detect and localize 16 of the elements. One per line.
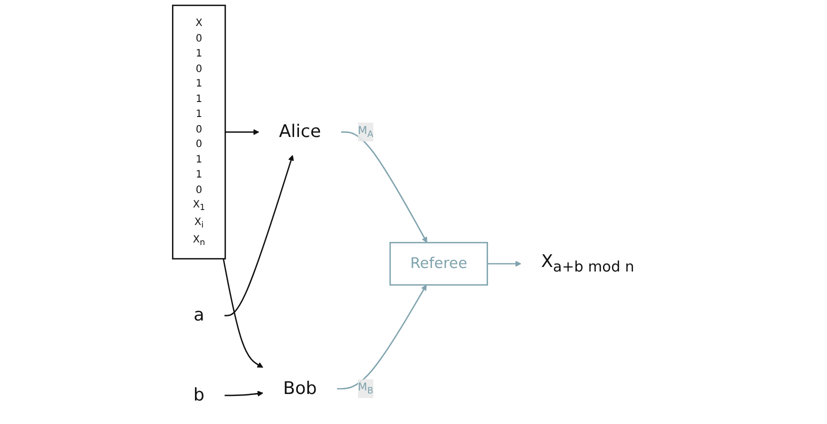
arrow: [222, 258, 264, 368]
node-text: Alice: [278, 122, 321, 142]
node-text: Bob: [283, 378, 317, 398]
arrow: [487, 260, 522, 267]
arrow: [337, 284, 427, 390]
arrow: [225, 129, 260, 136]
node-text: a: [194, 305, 204, 326]
edge-label: M$_{A}$: [358, 124, 374, 140]
node-box: X 0 1 0 1 1 1 0 0 1 1 0 X$_{1}$ X$_{i}$ X$_{n}$: [172, 4, 226, 260]
arrow: [224, 390, 264, 397]
arrow: [341, 131, 428, 243]
edge-label: M$_{B}$: [358, 380, 374, 396]
node-box: Referee: [389, 242, 488, 286]
node-text: b: [193, 385, 205, 406]
node-text: X$_{a+b mod n}$: [541, 252, 634, 276]
arrow: [224, 154, 294, 316]
